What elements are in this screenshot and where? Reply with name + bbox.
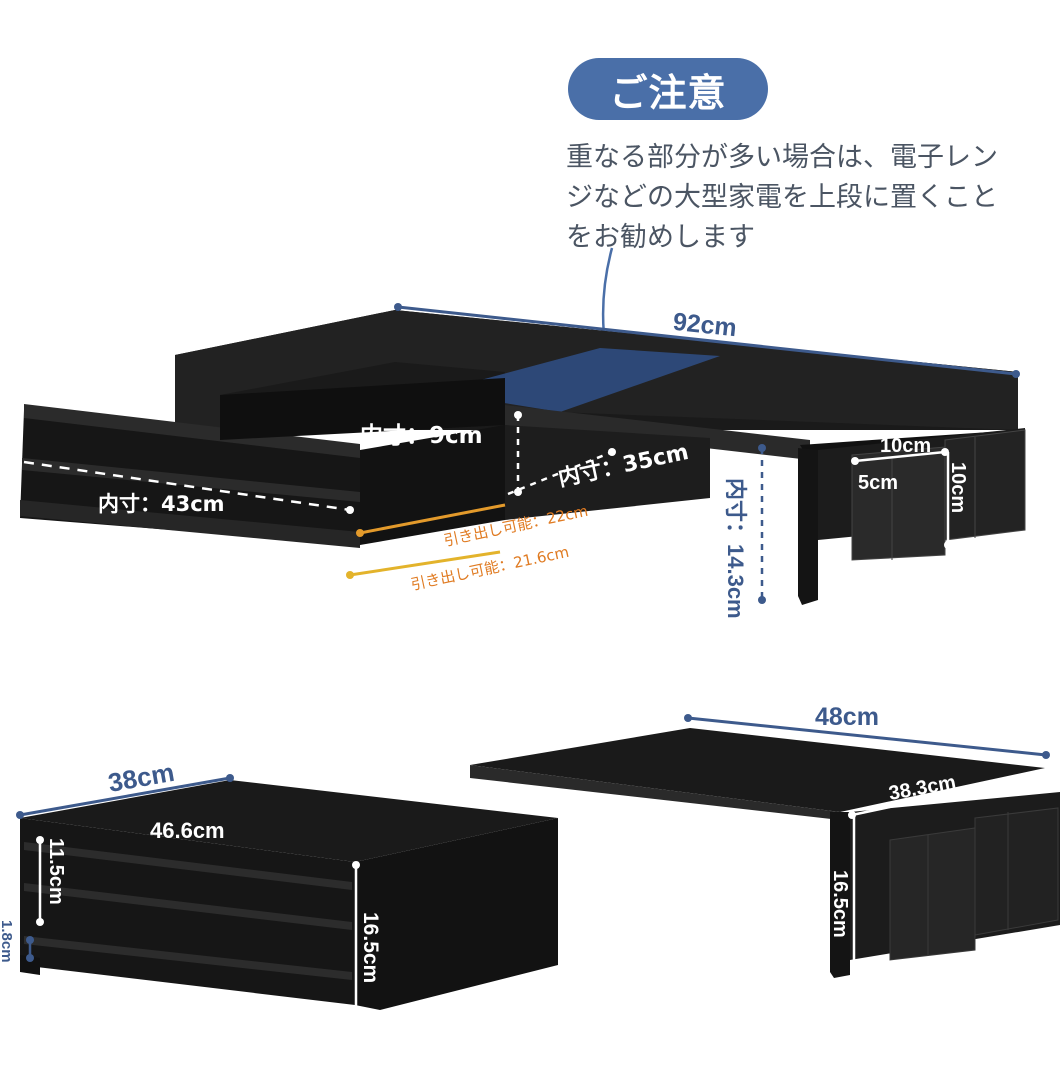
notice-text: 重なる部分が多い場合は、電子レン ジなどの大型家電を上段に置くこと をお勧めしま… — [566, 138, 1036, 258]
drawer-unit-drawing: 38cm 46.6cm 11.5cm 1.8cm 16.5cm — [0, 757, 558, 1022]
top-assembly-drawing: 92cm 内寸：9cm 内寸：35cm 内寸：43cm 引き出し可能：22cm … — [20, 303, 1026, 619]
dimension-label: 内寸：43cm — [98, 492, 225, 516]
shelf-unit-drawing: 48cm 38.3cm 16.5cm — [470, 703, 1060, 979]
notice-line: ジなどの大型家電を上段に置くこと — [566, 182, 998, 213]
dimension-label: 48cm — [815, 703, 879, 731]
dimension-label: 46.6cm — [150, 818, 225, 843]
dimension-label: 1.8cm — [0, 920, 15, 963]
width-dimension-line — [397, 305, 1017, 376]
drawer-pull-label: 引き出し可能：21.6cm — [409, 543, 570, 594]
dimension-label: 92cm — [672, 308, 739, 343]
notice-line: をお勧めします — [566, 222, 755, 253]
notice-title-badge: ご注意 — [568, 58, 768, 120]
side-pocket — [851, 446, 946, 561]
dimension-label: 16.5cm — [359, 912, 382, 983]
top-shelf-right-leg — [798, 448, 818, 605]
dimension-label: 5cm — [858, 472, 898, 494]
dimension-label: 内寸：9cm — [360, 423, 483, 449]
dimension-label: 10cm — [880, 435, 931, 457]
dimension-label: 内寸：14.3cm — [723, 478, 748, 619]
overlap-highlight — [436, 348, 720, 412]
dimension-label: 11.5cm — [45, 838, 67, 905]
notice-line: 重なる部分が多い場合は、電子レン — [566, 142, 998, 173]
dimension-label: 10cm — [947, 462, 969, 513]
dimension-label: 16.5cm — [829, 870, 851, 938]
